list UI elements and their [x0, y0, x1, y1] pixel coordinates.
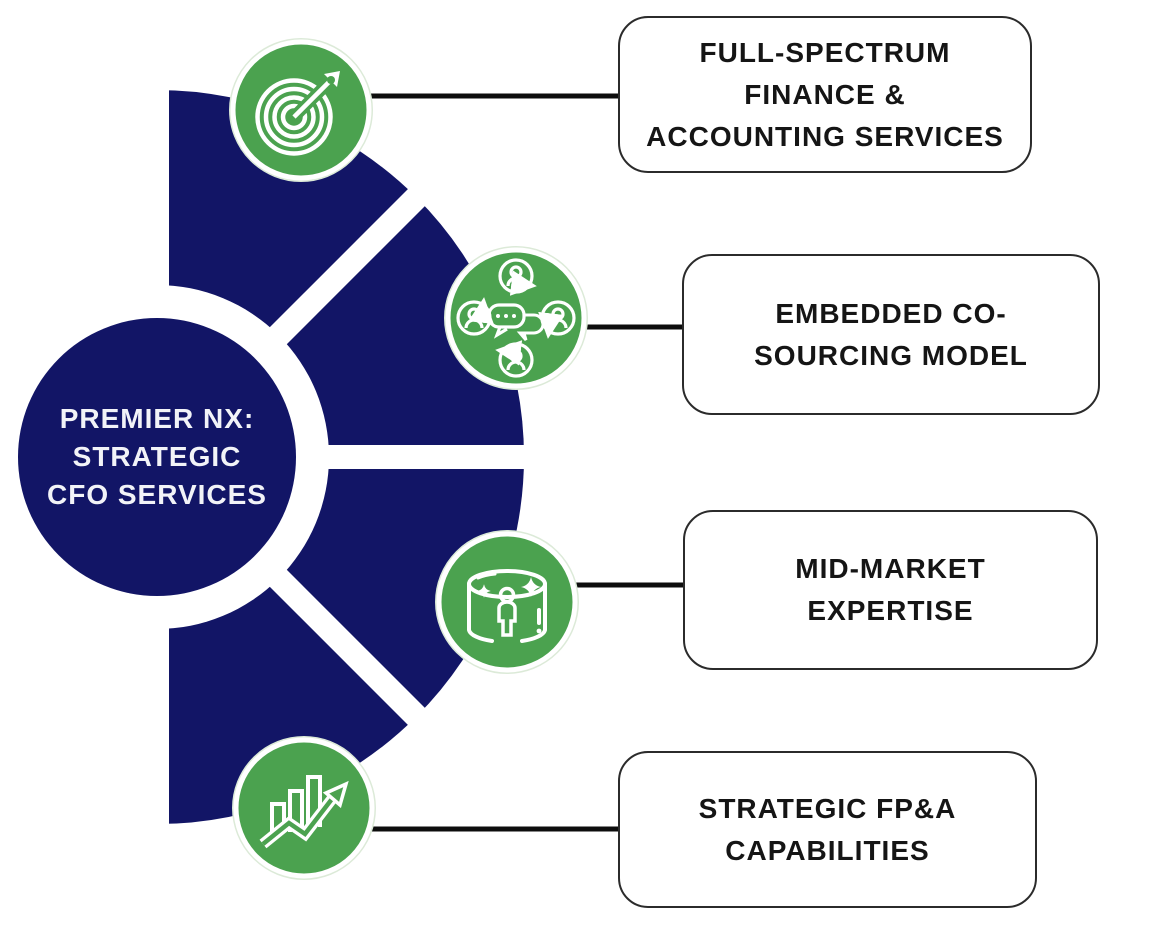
target-arrow-icon: [229, 38, 373, 182]
item-box-full-spectrum: FULL-SPECTRUM FINANCE & ACCOUNTING SERVI…: [618, 16, 1032, 173]
exclamation-mark: [536, 608, 542, 634]
item-box-strategic-fpa: STRATEGIC FP&A CAPABILITIES: [618, 751, 1037, 908]
cycle-arrows: [468, 270, 564, 366]
person-figure: [497, 586, 517, 637]
center-title: PREMIER NX: STRATEGIC CFO SERVICES: [47, 403, 267, 510]
immersive-panorama-icon: [435, 530, 579, 674]
speech-bubbles: [487, 303, 545, 341]
item-box-co-sourcing: EMBEDDED CO- SOURCING MODEL: [682, 254, 1100, 415]
item-label-strategic-fpa: STRATEGIC FP&A CAPABILITIES: [698, 792, 957, 866]
item-box-mid-market: MID-MARKET EXPERTISE: [683, 510, 1098, 670]
center-circle: [18, 318, 296, 596]
sparkles: [477, 577, 541, 598]
growth-arrow: [259, 780, 349, 849]
collaboration-cycle-icon: [444, 246, 588, 390]
chart-bars: [270, 775, 322, 832]
item-label-co-sourcing: EMBEDDED CO- SOURCING MODEL: [754, 297, 1028, 371]
item-label-mid-market: MID-MARKET EXPERTISE: [795, 553, 986, 626]
item-label-full-spectrum: FULL-SPECTRUM FINANCE & ACCOUNTING SERVI…: [646, 36, 1004, 152]
growth-chart-icon: [232, 736, 376, 880]
